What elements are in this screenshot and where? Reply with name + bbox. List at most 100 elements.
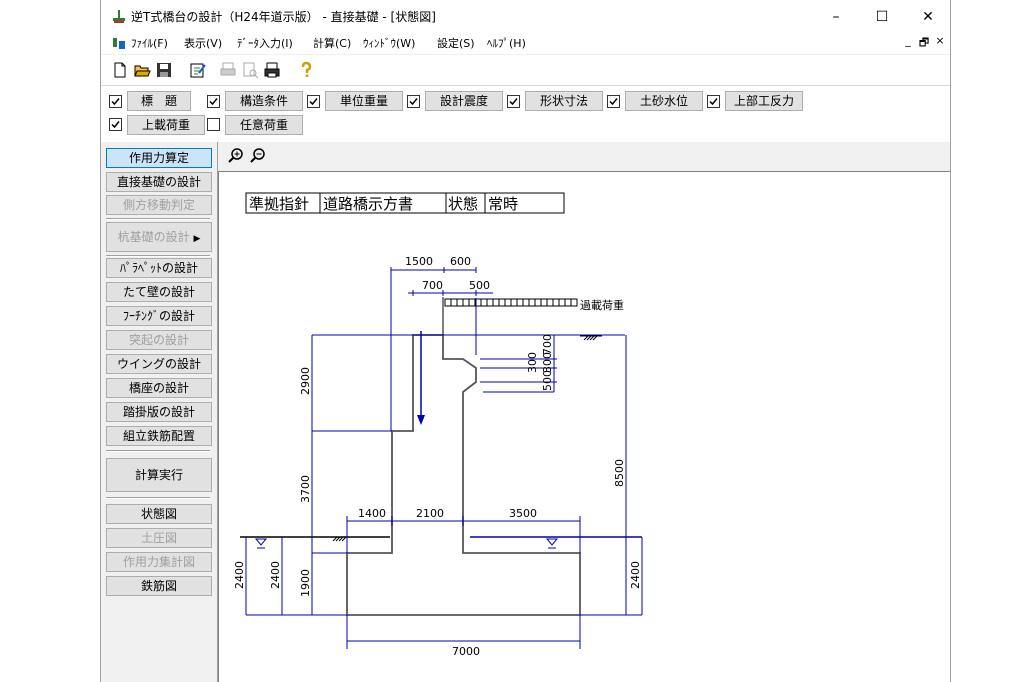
menu-calc[interactable]: 計算(C)	[313, 37, 352, 50]
window-title: 逆T式橋台の設計（H24年道示版） - 直接基礎 - [状態図]	[131, 10, 436, 24]
header-state-value: 常時	[488, 195, 518, 213]
dim-500-parapet: 500	[469, 279, 490, 292]
open-folder-icon[interactable]	[133, 61, 151, 79]
member-design-button: 突起の設計	[106, 330, 212, 350]
menu-file[interactable]: ﾌｧｲﾙ(F)	[131, 37, 168, 50]
dim-2400-outer: 2400	[233, 561, 246, 589]
caret-right-icon: ▶	[193, 234, 201, 244]
diagram-view-button[interactable]: 状態図	[106, 504, 212, 524]
input-tab-bar: 標 題 構造条件 単位重量 設計震度 形状寸法 土砂水位 上部工反力 上載荷重任意荷重	[101, 86, 950, 143]
member-design-button[interactable]: ﾌｰﾁﾝｸﾞの設計	[106, 306, 212, 326]
member-design-button[interactable]: 組立鉄筋配置	[106, 426, 212, 446]
close-button[interactable]: ✕	[922, 9, 934, 25]
tab-checkbox[interactable]	[109, 95, 122, 108]
menu-view[interactable]: 表示(V)	[184, 37, 223, 50]
dim-2100: 2100	[416, 507, 444, 520]
header-criteria-value: 道路橋示方書	[323, 195, 413, 213]
sidebar-divider	[106, 218, 210, 220]
minimize-button[interactable]: –	[832, 9, 840, 25]
zoom-out-icon[interactable]	[250, 147, 266, 163]
criteria-header-table: 準拠指針 道路橋示方書 状態 常時	[245, 192, 565, 214]
menu-help[interactable]: ﾍﾙﾌﾟ(H)	[487, 37, 526, 50]
state-diagram-canvas[interactable]: 準拠指針 道路橋示方書 状態 常時 過載荷重	[218, 171, 950, 682]
dim-8500: 8500	[613, 459, 626, 487]
tab-checkbox[interactable]	[607, 95, 620, 108]
tab-checkbox[interactable]	[207, 118, 220, 131]
maximize-button[interactable]: ☐	[875, 9, 889, 25]
toolbar	[101, 55, 950, 86]
tab-button[interactable]: 構造条件	[225, 91, 303, 111]
pile-foundation-design-button: 杭基礎の設計 ▶	[106, 222, 212, 252]
menu-bar: ﾌｧｲﾙ(F) 表示(V) ﾃﾞｰﾀ入力(I) 計算(C) ｳｨﾝﾄﾞｳ(W) …	[101, 32, 950, 54]
view-tools	[218, 142, 950, 170]
menu-window[interactable]: ｳｨﾝﾄﾞｳ(W)	[363, 37, 416, 50]
dim-3500: 3500	[509, 507, 537, 520]
dimension-lines	[245, 267, 643, 649]
zoom-in-icon[interactable]	[228, 147, 244, 163]
sidebar: 作用力算定 直接基礎の設計 側方移動判定 杭基礎の設計 ▶ ﾊﾟﾗﾍﾟｯﾄの設計…	[101, 142, 218, 682]
menu-data-input[interactable]: ﾃﾞｰﾀ入力(I)	[237, 37, 293, 50]
dim-2900: 2900	[299, 367, 312, 395]
title-bar[interactable]: 逆T式橋台の設計（H24年道示版） - 直接基礎 - [状態図] – ☐ ✕	[101, 0, 950, 32]
mdi-close-button[interactable]: ×	[935, 34, 945, 47]
tab-checkbox[interactable]	[207, 95, 220, 108]
dim-600: 600	[450, 255, 471, 268]
surcharge-load: 過載荷重	[444, 298, 624, 312]
tab-button[interactable]: 設計震度	[425, 91, 503, 111]
tab-checkbox[interactable]	[407, 95, 420, 108]
dim-1500: 1500	[405, 255, 433, 268]
dim-2400-inner: 2400	[269, 561, 282, 589]
spread-foundation-design-button[interactable]: 直接基礎の設計	[106, 172, 212, 192]
abutment-outline	[346, 334, 581, 616]
tab-button[interactable]: 土砂水位	[625, 91, 703, 111]
member-design-button[interactable]: 踏掛版の設計	[106, 402, 212, 422]
dim-300-upper: 300	[526, 352, 539, 373]
tab-checkbox[interactable]	[307, 95, 320, 108]
sidebar-divider	[106, 497, 210, 499]
ground-hatch-icon	[332, 335, 598, 542]
lateral-movement-button: 側方移動判定	[106, 195, 212, 215]
app-icon	[113, 10, 125, 23]
sidebar-divider	[106, 450, 210, 452]
tab-button[interactable]: 上部工反力	[725, 91, 803, 111]
header-criteria-label: 準拠指針	[249, 195, 309, 213]
tab-checkbox[interactable]	[109, 118, 122, 131]
calc-forces-button[interactable]: 作用力算定	[106, 148, 212, 168]
member-design-button[interactable]: 橋座の設計	[106, 378, 212, 398]
load-arrow-icon	[417, 331, 425, 425]
member-design-button[interactable]: ウイングの設計	[106, 354, 212, 374]
tab-checkbox[interactable]	[707, 95, 720, 108]
mdi-minimize-button[interactable]: _	[905, 34, 911, 47]
save-icon[interactable]	[155, 61, 173, 79]
tab-checkbox[interactable]	[507, 95, 520, 108]
print-icon[interactable]	[219, 61, 237, 79]
dim-700-bracket: 700	[541, 334, 554, 355]
dim-7000: 7000	[452, 645, 480, 658]
header-state-label: 状態	[448, 195, 478, 213]
diagram-view-button: 土圧図	[106, 528, 212, 548]
diagram-view-button[interactable]: 鉄筋図	[106, 576, 212, 596]
member-design-button[interactable]: ﾊﾟﾗﾍﾟｯﾄの設計	[106, 258, 212, 278]
member-design-button[interactable]: たて壁の設計	[106, 282, 212, 302]
dim-1900: 1900	[299, 569, 312, 597]
run-calculation-button[interactable]: 計算実行	[106, 458, 212, 492]
tab-button[interactable]: 任意荷重	[225, 115, 303, 135]
edit-icon[interactable]	[189, 61, 207, 79]
dim-1400: 1400	[358, 507, 386, 520]
dim-300-lower: 300	[541, 352, 554, 373]
tab-button[interactable]: 形状寸法	[525, 91, 603, 111]
printer-icon[interactable]	[263, 61, 281, 79]
tab-button[interactable]: 標 題	[127, 91, 191, 111]
water-level-icon	[254, 538, 559, 549]
help-icon[interactable]	[297, 61, 315, 79]
dim-500-bracket: 500	[541, 370, 554, 391]
abutment-drawing: 準拠指針 道路橋示方書 状態 常時 過載荷重	[233, 192, 643, 658]
pile-foundation-label: 杭基礎の設計	[117, 230, 190, 244]
app-window: 逆T式橋台の設計（H24年道示版） - 直接基礎 - [状態図] – ☐ ✕ ﾌ…	[100, 0, 951, 682]
tab-button[interactable]: 上載荷重	[127, 115, 205, 135]
menu-settings[interactable]: 設定(S)	[437, 37, 475, 50]
tab-button[interactable]: 単位重量	[325, 91, 403, 111]
print-preview-icon[interactable]	[241, 61, 259, 79]
new-file-icon[interactable]	[111, 61, 129, 79]
mdi-restore-button[interactable]: 🗗	[918, 36, 930, 49]
